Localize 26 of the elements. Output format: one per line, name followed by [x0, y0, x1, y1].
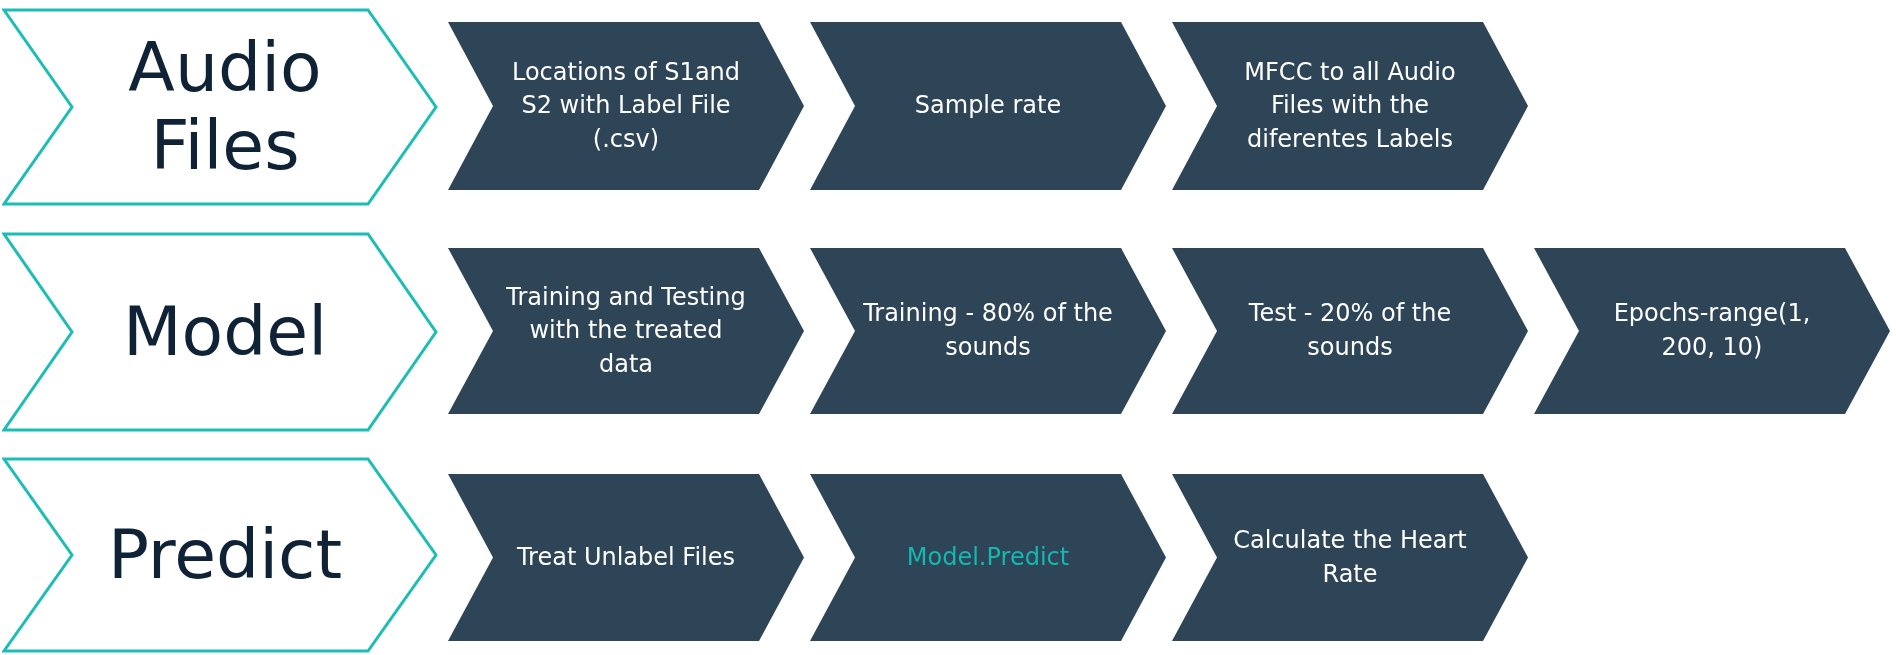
- process-step: [810, 248, 1166, 414]
- process-step: [1534, 248, 1890, 414]
- stage-title: Model: [122, 292, 328, 372]
- step-text: MFCC to all Audio Files with the diferentes Labels: [1243, 56, 1457, 155]
- step-text: Model.Predict: [906, 541, 1070, 573]
- step-text: Epochs-range(1, 200, 10): [1612, 298, 1812, 363]
- step-text: Test - 20% of the sounds: [1247, 298, 1453, 363]
- step-text: Training and Testing with the treated data: [505, 281, 747, 380]
- process-step: [448, 248, 804, 414]
- stage-title: Predict: [107, 515, 343, 595]
- stage-title: Audio Files: [127, 28, 323, 186]
- stage-banner: [2, 8, 438, 206]
- process-step: [810, 474, 1166, 641]
- step-text: Treat Unlabel Files: [516, 541, 736, 573]
- step-text: Calculate the Heart Rate: [1232, 524, 1468, 590]
- process-step: [1172, 22, 1528, 190]
- process-step: [1172, 474, 1528, 641]
- step-text: Training - 80% of the sounds: [863, 298, 1113, 363]
- process-step: [448, 22, 804, 190]
- stage-banner: [2, 457, 438, 653]
- stage-banner: [2, 232, 438, 432]
- step-text: Locations of S1and S2 with Label File (.csv): [510, 56, 742, 155]
- step-text: Sample rate: [914, 90, 1062, 122]
- process-step: [810, 22, 1166, 190]
- process-step: [448, 474, 804, 641]
- process-step: [1172, 248, 1528, 414]
